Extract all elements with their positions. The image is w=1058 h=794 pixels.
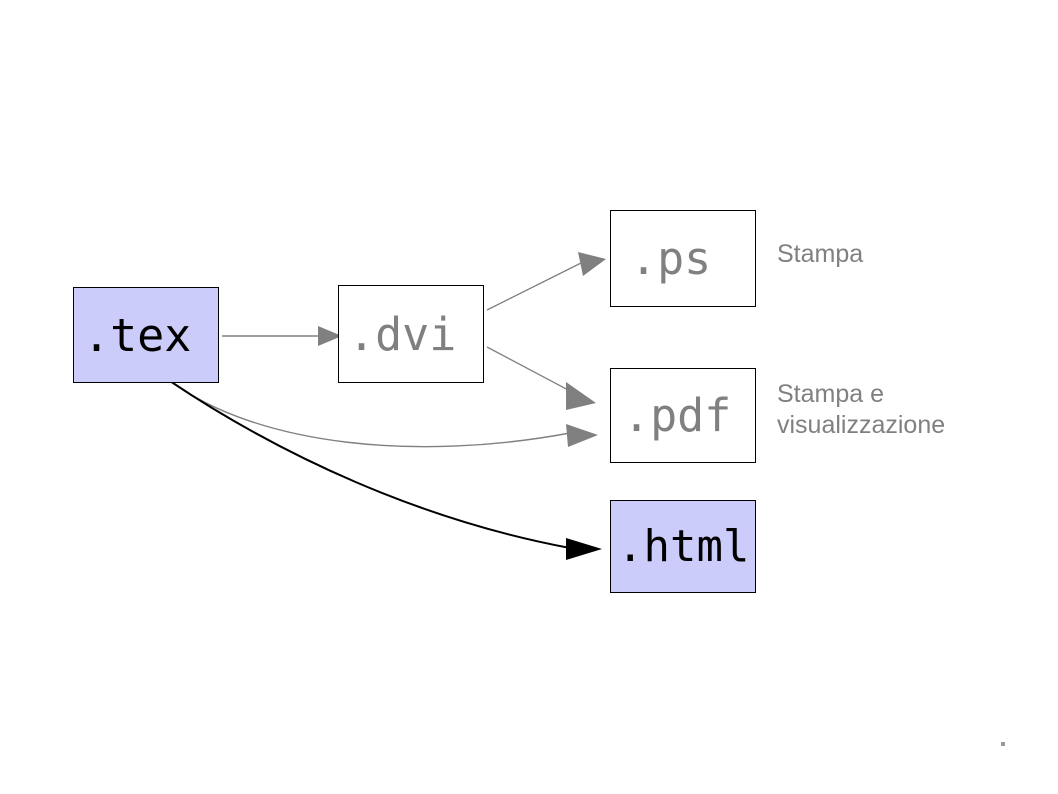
annotation-ps: Stampa [777, 240, 864, 268]
edge-dvi-to-ps [486, 252, 606, 311]
node-tex-label: .tex [83, 308, 192, 362]
node-dvi[interactable]: .dvi [338, 285, 484, 383]
node-pdf-label: .pdf [623, 389, 732, 442]
node-tex[interactable]: .tex [73, 287, 219, 383]
edge-tex-to-html [169, 380, 602, 560]
node-html-label: .html [617, 521, 750, 572]
node-ps[interactable]: .ps [610, 210, 756, 307]
edge-tex-to-pdf [169, 380, 598, 448]
annotation-pdf: Stampa e visualizzazione [777, 380, 946, 439]
node-html[interactable]: .html [610, 500, 756, 593]
node-pdf[interactable]: .pdf [610, 368, 756, 463]
node-ps-label: .ps [630, 232, 712, 285]
node-dvi-label: .dvi [348, 307, 457, 361]
edge-dvi-to-pdf [486, 346, 596, 410]
corner-dot-artifact [1001, 742, 1005, 746]
edge-tex-to-dvi [222, 326, 342, 346]
